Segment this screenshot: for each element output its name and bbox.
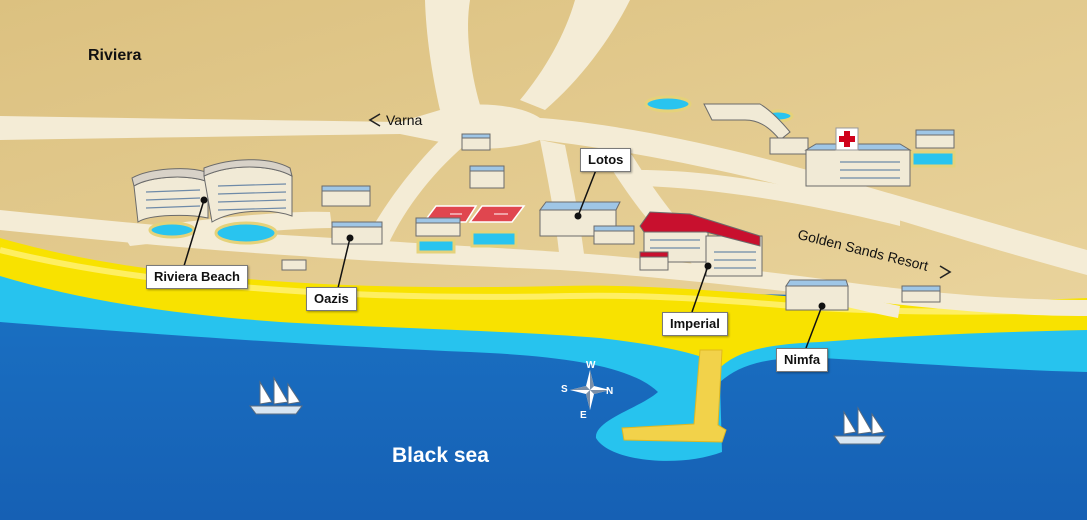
region-label: Riviera xyxy=(88,47,142,64)
ship-icon xyxy=(833,406,887,445)
compass-east-label: E xyxy=(580,410,587,421)
compass-icon xyxy=(570,370,610,410)
arrow-varna-icon xyxy=(368,113,381,127)
leader-lines xyxy=(183,169,823,349)
hotel-label-oazis[interactable]: Oazis xyxy=(306,287,357,311)
sea-label: Black sea xyxy=(392,444,489,467)
hotel-label-imperial[interactable]: Imperial xyxy=(662,312,728,336)
beach xyxy=(0,238,1087,366)
road-label-varna: Varna xyxy=(386,112,423,128)
compass-north-label: N xyxy=(606,386,614,397)
compass-south-label: S xyxy=(561,384,568,395)
buildings xyxy=(131,103,955,311)
hospital-building xyxy=(805,149,911,187)
location-dots xyxy=(200,196,826,310)
nimfa-building xyxy=(785,285,849,311)
arrow-golden-sands-icon xyxy=(939,265,952,279)
hotel-label-nimfa[interactable]: Nimfa xyxy=(776,348,829,372)
ship-icon xyxy=(249,376,303,415)
tennis-courts xyxy=(422,205,526,223)
compass-west-label: W xyxy=(586,360,596,371)
pier xyxy=(621,349,727,443)
hospital-cross-icon xyxy=(835,127,859,151)
hotel-label-riviera-beach[interactable]: Riviera Beach xyxy=(146,265,248,289)
hotel-label-lotos[interactable]: Lotos xyxy=(580,148,632,172)
